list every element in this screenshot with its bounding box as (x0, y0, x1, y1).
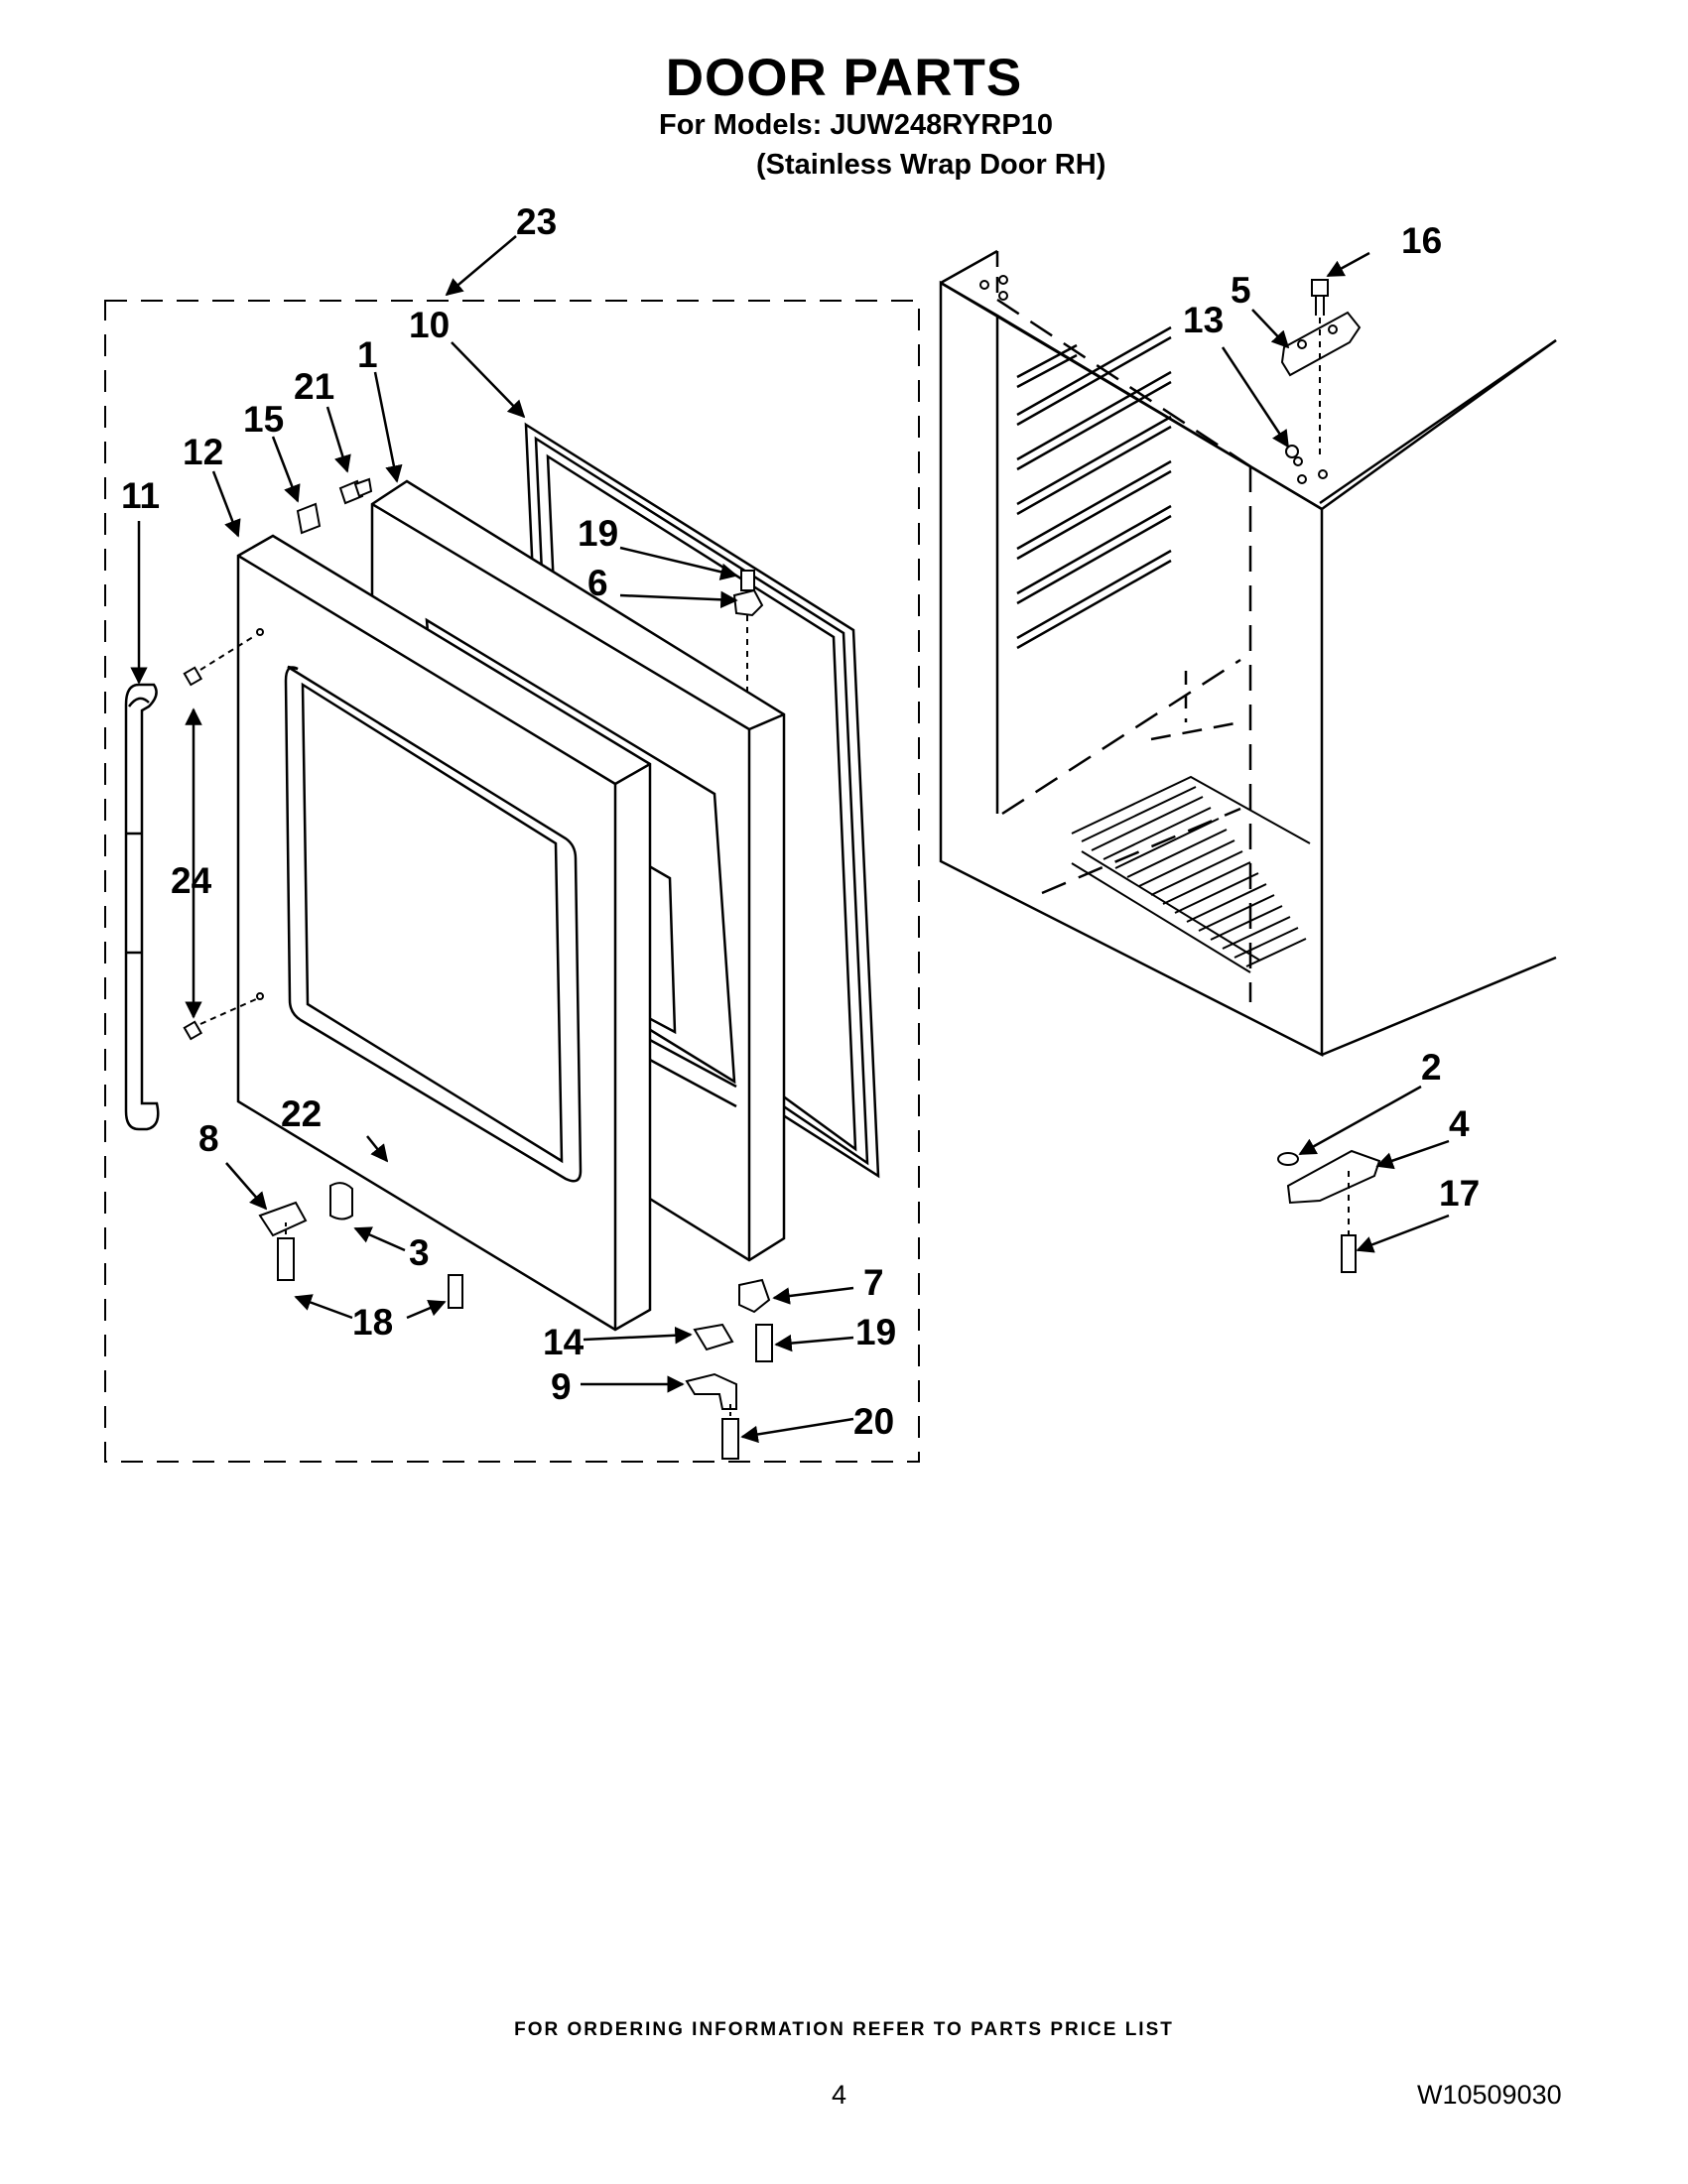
callout-labels: 23 10 1 21 15 12 11 24 19 6 16 5 13 22 8… (121, 201, 1480, 1442)
callout-19-top: 19 (578, 513, 618, 554)
bottom-hinge-parts (685, 1278, 773, 1460)
callout-15: 15 (243, 399, 284, 440)
cabinet-shelf-slots (1016, 325, 1172, 650)
handle-screws (183, 628, 264, 1041)
callout-5: 5 (1231, 270, 1251, 311)
callout-8: 8 (198, 1118, 219, 1159)
callout-20: 20 (853, 1401, 894, 1442)
callout-17: 17 (1439, 1173, 1480, 1214)
callout-6: 6 (587, 563, 608, 603)
callout-1: 1 (357, 334, 378, 375)
top-hinge-parts (1280, 279, 1362, 458)
ordering-info-note: FOR ORDERING INFORMATION REFER TO PARTS … (514, 2019, 1174, 2040)
callout-4: 4 (1449, 1103, 1470, 1144)
cabinet-mounting-holes (979, 275, 1328, 484)
cabinet-floor-grille (1071, 775, 1311, 973)
door-top-hinge-parts (732, 570, 764, 695)
callout-22: 22 (281, 1093, 322, 1134)
door-handle (124, 683, 160, 1131)
cabinet-top-panel (940, 281, 1557, 814)
callout-3: 3 (409, 1232, 430, 1273)
callout-19-bottom: 19 (855, 1312, 896, 1352)
callout-10: 10 (409, 305, 450, 345)
models-line: For Models: JUW248RYRP10 (659, 109, 1053, 141)
callout-7: 7 (863, 1262, 884, 1303)
variant-line: (Stainless Wrap Door RH) (756, 149, 1106, 181)
callout-16: 16 (1401, 220, 1442, 261)
document-number: W10509030 (1417, 2080, 1562, 2110)
callout-18: 18 (352, 1302, 393, 1343)
bottom-left-parts (258, 1182, 463, 1309)
leader-lines (130, 235, 1450, 1444)
callout-2: 2 (1421, 1047, 1442, 1088)
page-title: DOOR PARTS (665, 49, 1023, 107)
callout-23: 23 (516, 201, 557, 242)
door-top-small-parts (296, 477, 373, 535)
callout-9: 9 (551, 1366, 572, 1407)
callout-11: 11 (121, 475, 160, 516)
callout-24: 24 (171, 860, 212, 901)
outer-door-frame (236, 534, 652, 1332)
callout-14: 14 (543, 1322, 584, 1362)
page-number: 4 (832, 2080, 847, 2110)
door-assembly-boundary (104, 300, 920, 1463)
cabinet-outline (939, 249, 1557, 1058)
cabinet-bottom-hinge-parts (1277, 1149, 1381, 1273)
callout-12: 12 (183, 432, 223, 472)
callout-13: 13 (1183, 300, 1224, 340)
callout-21: 21 (294, 366, 334, 407)
